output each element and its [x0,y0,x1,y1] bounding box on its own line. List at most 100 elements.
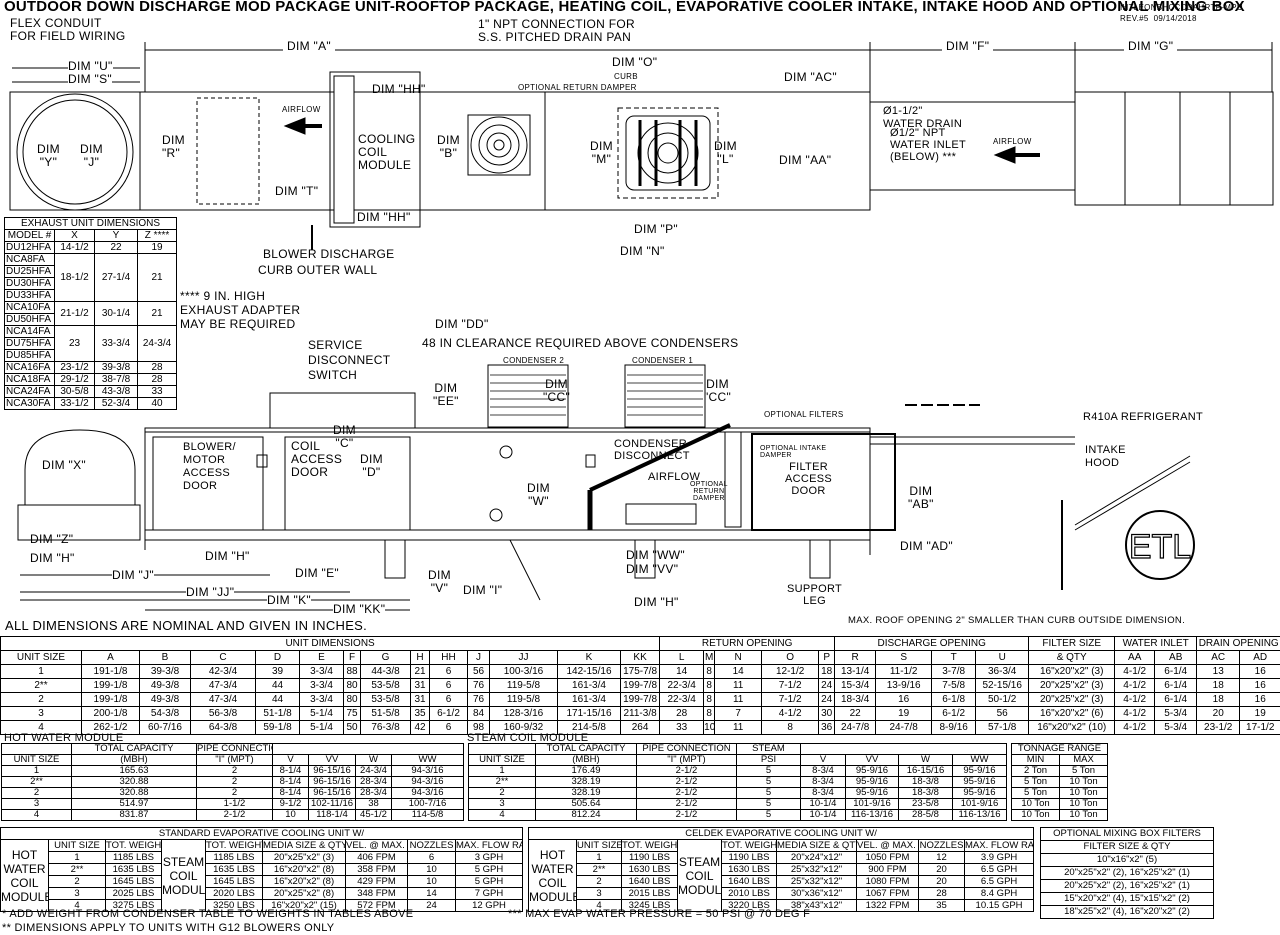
dim-k-label: DIM "K" [267,594,311,607]
table-row: STANDARD EVAPORATIVE COOLING UNIT W/ [1,828,523,840]
table-cell: 2 [49,876,106,888]
column-header: WW [392,755,464,766]
table-cell: 6-1/4 [1155,679,1197,693]
dim-x-label: DIM "X" [42,459,86,472]
table-cell: 320.88 [72,777,197,788]
table-cell: 50-1/2 [976,693,1029,707]
dim-ww-label: DIM "WW" [626,549,685,562]
column-header: "I" (MPT) [637,755,737,766]
table-cell: 18 [1197,679,1240,693]
dim-j-label: DIM "J" [112,569,154,582]
column-header: TOT. WEIGHT [622,840,678,852]
dimension-cell: 18-1/2 [55,254,95,302]
table-cell: 10 Ton [1060,777,1108,788]
table-cell: 49-3/8 [140,679,191,693]
table-cell: 191-1/8 [82,665,140,679]
condenser-1-label: CONDENSER 1 [632,356,693,365]
table-row: CELDEK EVAPORATIVE COOLING UNIT W/ [529,828,1034,840]
table-cell: 28 [919,888,965,900]
table-cell: 44 [256,679,300,693]
table-cell: 59-1/8 [256,721,300,735]
pressure-footnote: *** MAX EVAP WATER PRESSURE = 50 PSI @ 7… [508,908,810,921]
table-cell: 1 [49,852,106,864]
table-cell: 4-1/2 [1115,721,1155,735]
table-cell: 28 [660,707,704,721]
group-header: DISCHARGE OPENING [835,637,1029,651]
dim-h-3-label: DIM "H" [634,596,679,609]
table-cell: 5 [737,766,801,777]
group-header: STEAM [737,744,801,755]
column-header: D [256,651,300,665]
table-cell: 4-1/2 [762,707,819,721]
table-cell: 8 [704,665,715,679]
table-cell: 8.4 GPH [965,888,1034,900]
table-cell: 171-15/16 [558,707,621,721]
dim-s-label: DIM "S" [68,73,112,86]
table-cell: 1 [2,766,72,777]
table-cell: 95-9/16 [953,777,1007,788]
table-cell: 4-1/2 [1115,679,1155,693]
table-title: TONNAGE RANGE [1012,744,1108,755]
table-cell: 3.9 GPH [965,852,1034,864]
table-cell: 831.87 [72,810,197,821]
table-cell: 2-1/2 [637,788,737,799]
dimension-cell: 23 [55,326,95,362]
column-header: PSI [737,755,801,766]
table-cell: 14 [660,665,704,679]
table-cell: 6 [408,852,456,864]
dimension-cell: 14-1/2 [55,242,95,254]
dimension-cell: 19 [138,242,177,254]
table-cell: 18 [819,665,835,679]
column-header: JJ [490,651,558,665]
water-inlet-label: Ø1/2" NPT WATER INLET (BELOW) *** [890,127,966,163]
table-cell: 30 [819,707,835,721]
table-cell: 5 [737,799,801,810]
table-cell: 2 [197,788,273,799]
table-cell: 199-1/8 [82,679,140,693]
roof-opening-note: MAX. ROOF OPENING 2" SMALLER THAN CURB O… [848,614,1185,627]
table-cell: 19 [1240,707,1280,721]
table-cell: 2020 LBS [206,888,263,900]
table-cell: 6-1/2 [932,707,976,721]
table-cell: 76 [468,693,490,707]
column-header: UNIT SIZE [469,755,536,766]
table-cell: 3 GPH [456,852,523,864]
flex-conduit-label: FLEX CONDUIT FOR FIELD WIRING [10,17,125,43]
column-header: O [762,651,819,665]
table-row: 20"x25"x2" (2), 16"x25"x2" (1) [1041,867,1214,880]
group-header: WATER INLET [1115,637,1197,651]
table-cell: 3 [2,799,72,810]
etl-logo: ETL [1126,511,1194,579]
table-cell: 6-1/4 [1155,665,1197,679]
table-cell: 51-1/8 [256,707,300,721]
column-header: KK [621,651,660,665]
table-cell: 10 [408,876,456,888]
dim-b-label: DIM "B" [437,134,460,160]
table-cell: 50 [344,721,361,735]
table-cell: 2025 LBS [106,888,162,900]
table-cell: 1635 LBS [106,864,162,876]
table-cell: 1630 LBS [622,864,678,876]
table-cell: 1645 LBS [106,876,162,888]
table-cell: 20"x25"x2" (8) [263,888,346,900]
table-cell: 1050 FPM [857,852,919,864]
column-header: "I" (MPT) [197,755,273,766]
column-header: FILTER SIZE & QTY [1041,841,1214,854]
table-cell: 14 [715,665,762,679]
table-cell: 47-3/4 [191,693,256,707]
column-header: Y [95,230,138,242]
dim-jj-label: DIM "JJ" [186,586,234,599]
table-cell: 23-5/8 [899,799,953,810]
table-title: OPTIONAL MIXING BOX FILTERS [1041,828,1214,841]
table-cell: 3 [577,888,622,900]
dim-n-label: DIM "N" [620,245,665,258]
table-cell: 142-15/16 [558,665,621,679]
